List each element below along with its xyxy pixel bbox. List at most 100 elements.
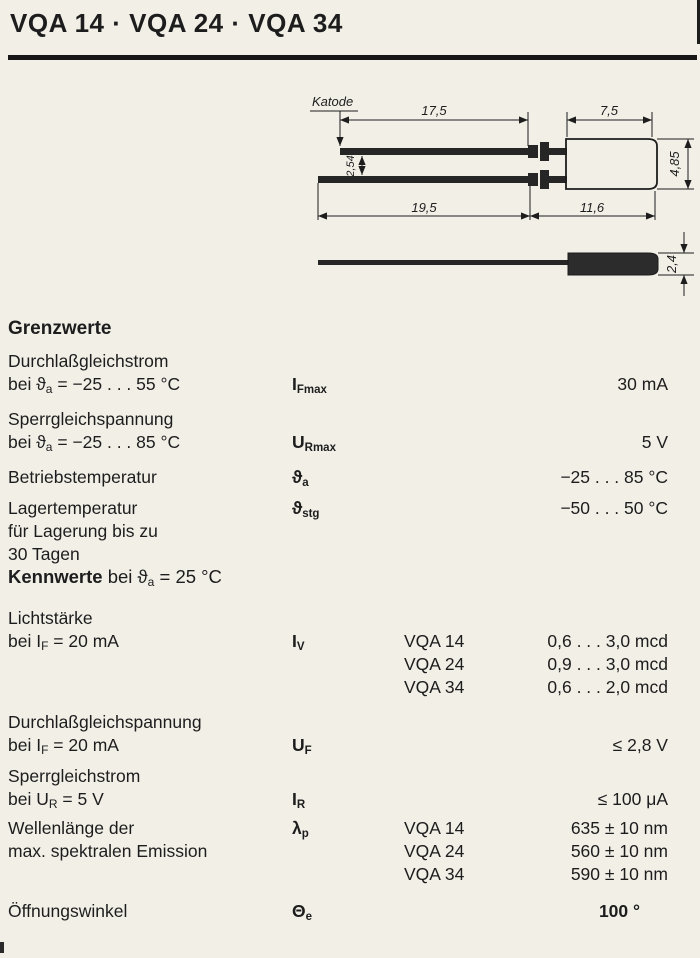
- section-heading-kennwerte: Kennwerte bei ϑa = 25 °C: [8, 566, 700, 589]
- param-name: Öffnungswinkel: [8, 901, 128, 921]
- param-extra: für Lagerung bis zu: [8, 521, 158, 541]
- param-cell: Sperrgleichspannung bei ϑa = −25 . . . 8…: [8, 408, 292, 460]
- sym-base: ϑ: [292, 498, 303, 518]
- dim-label-17-5: 17,5: [421, 103, 447, 118]
- sym-base: U: [292, 432, 305, 452]
- spec-row-sperrgleichstrom: Sperrgleichstrom bei UR = 5 V IR ≤ 100 μ…: [0, 765, 700, 817]
- cond-pre: bei U: [8, 789, 49, 809]
- heading-sub: a: [147, 575, 155, 589]
- param-condition: bei IF = 20 mA: [8, 734, 292, 762]
- model-name: VQA 24: [404, 841, 465, 861]
- cond-sub: F: [41, 743, 49, 757]
- sym-base: λ: [292, 818, 302, 838]
- param-cell: Wellenlänge der max. spektralen Emission: [8, 817, 292, 886]
- cond-post: = −25 . . . 55 °C: [52, 374, 181, 394]
- model-value-line: VQA 24 560 ± 10 nm: [404, 840, 668, 863]
- section-heading-grenzwerte: Grenzwerte: [8, 318, 112, 339]
- param-name: Durchlaßgleichspannung: [8, 712, 202, 732]
- sym-base: I: [292, 789, 297, 809]
- heading-pre: bei ϑ: [102, 566, 148, 587]
- scan-mark-artifact: [0, 942, 4, 953]
- model-value: 635 ± 10 nm: [570, 818, 668, 838]
- scan-edge-artifact: [697, 0, 700, 44]
- cond-post: = 20 mA: [48, 631, 119, 651]
- model-name: VQA 14: [404, 631, 465, 651]
- dim-top-lead: [340, 112, 529, 146]
- param-name: Sperrgleichspannung: [8, 409, 174, 429]
- led-body-outline: [565, 138, 658, 190]
- sym-sub: a: [302, 477, 309, 489]
- cond-sub: a: [45, 440, 53, 454]
- sym-sub: e: [305, 911, 313, 923]
- heading-post: = 25 °C: [154, 566, 222, 587]
- param-condition: bei ϑa = −25 . . . 85 °C: [8, 431, 292, 459]
- dim-side-thickness: [658, 232, 694, 296]
- model-value: 590 ± 10 nm: [570, 864, 668, 884]
- spec-row-oeffnungswinkel: Öffnungswinkel Θe 100 °: [0, 900, 700, 929]
- symbol-iv: IV: [292, 607, 404, 699]
- katode-callout: [310, 110, 358, 146]
- param-condition: bei UR = 5 V: [8, 788, 292, 816]
- param-condition: bei ϑa = −25 . . . 55 °C: [8, 373, 292, 401]
- model-name: VQA 24: [404, 654, 465, 674]
- value-lagertemperatur: −50 . . . 50 °C: [560, 498, 668, 518]
- value-ir: ≤ 100 μA: [597, 789, 668, 809]
- dim-label-2-4: 2,4: [664, 255, 679, 274]
- value-uf: ≤ 2,8 V: [612, 735, 668, 755]
- sym-sub: Fmax: [296, 384, 327, 396]
- dim-label-4-85: 4,85: [667, 151, 682, 177]
- cond-post: = −25 . . . 85 °C: [52, 432, 181, 452]
- symbol-uf: UF: [292, 711, 404, 763]
- title-rule: [8, 55, 697, 60]
- model-value-line: VQA 14 0,6 . . . 3,0 mcd: [404, 630, 668, 653]
- param-cell: Sperrgleichstrom bei UR = 5 V: [8, 765, 292, 817]
- symbol-ir: IR: [292, 765, 404, 817]
- param-name: Sperrgleichstrom: [8, 766, 141, 786]
- value-urmax: 5 V: [641, 432, 668, 452]
- dim-label-11-6: 11,6: [580, 200, 605, 215]
- cond-sub: F: [41, 639, 49, 653]
- cond-sub: R: [48, 797, 58, 811]
- cond-post: = 20 mA: [48, 735, 119, 755]
- led-front-view: [318, 138, 658, 190]
- section-kennwerte: Kennwerte bei ϑa = 25 °C Lichtstärke bei…: [0, 566, 700, 929]
- param-cell: Lagertemperatur für Lagerung bis zu 30 T…: [8, 497, 292, 566]
- page-title: VQA 14 · VQA 24 · VQA 34: [10, 8, 343, 38]
- section-grenzwerte: Grenzwerte Durchlaßgleichstrom bei ϑa = …: [0, 318, 700, 566]
- spec-row-wellenlaenge: Wellenlänge der max. spektralen Emission…: [0, 817, 700, 886]
- spec-row-lichtstaerke: Lichtstärke bei IF = 20 mA IV VQA 14 0,6 …: [0, 607, 700, 699]
- symbol-theta-a: ϑa: [292, 466, 404, 495]
- cond-pre: bei ϑ: [8, 374, 46, 394]
- param-condition: bei IF = 20 mA: [8, 630, 292, 658]
- dim-label-7-5: 7,5: [600, 103, 619, 118]
- param-name: Durchlaßgleichstrom: [8, 351, 169, 371]
- sym-base: ϑ: [292, 467, 303, 487]
- drawing-labels: Katode 17,5 7,5 2,54 4,85 19,5 11,6 2,4: [312, 94, 682, 274]
- symbol-theta-e: Θe: [292, 900, 404, 929]
- led-side-body: [567, 252, 659, 276]
- cond-pre: bei I: [8, 631, 42, 651]
- component-drawing: Katode 17,5 7,5 2,54 4,85 19,5 11,6 2,4: [296, 86, 700, 314]
- model-value: 560 ± 10 nm: [570, 841, 668, 861]
- model-value: 0,9 . . . 3,0 mcd: [547, 654, 668, 674]
- symbol-urmax: URmax: [292, 408, 404, 460]
- sym-base: I: [292, 631, 297, 651]
- param-name-2: max. spektralen Emission: [8, 841, 208, 861]
- param-name: Betriebstemperatur: [8, 467, 157, 487]
- spec-row-sperrgleichspannung: Sperrgleichspannung bei ϑa = −25 . . . 8…: [0, 408, 700, 460]
- sym-sub: V: [296, 641, 305, 653]
- param-cell: Durchlaßgleichspannung bei IF = 20 mA: [8, 711, 292, 763]
- sym-sub: F: [304, 745, 312, 757]
- model-value: 0,6 . . . 3,0 mcd: [547, 631, 668, 651]
- param-name: Lichtstärke: [8, 608, 93, 628]
- model-value-line: VQA 24 0,9 . . . 3,0 mcd: [404, 653, 668, 676]
- dim-label-2-54: 2,54: [345, 155, 357, 177]
- sym-sub: R: [296, 799, 306, 811]
- symbol-theta-stg: ϑstg: [292, 497, 404, 566]
- model-value: 0,6 . . . 2,0 mcd: [547, 677, 668, 697]
- param-name: Lagertemperatur: [8, 498, 138, 518]
- spec-row-lagertemperatur: Lagertemperatur für Lagerung bis zu 30 T…: [0, 497, 700, 566]
